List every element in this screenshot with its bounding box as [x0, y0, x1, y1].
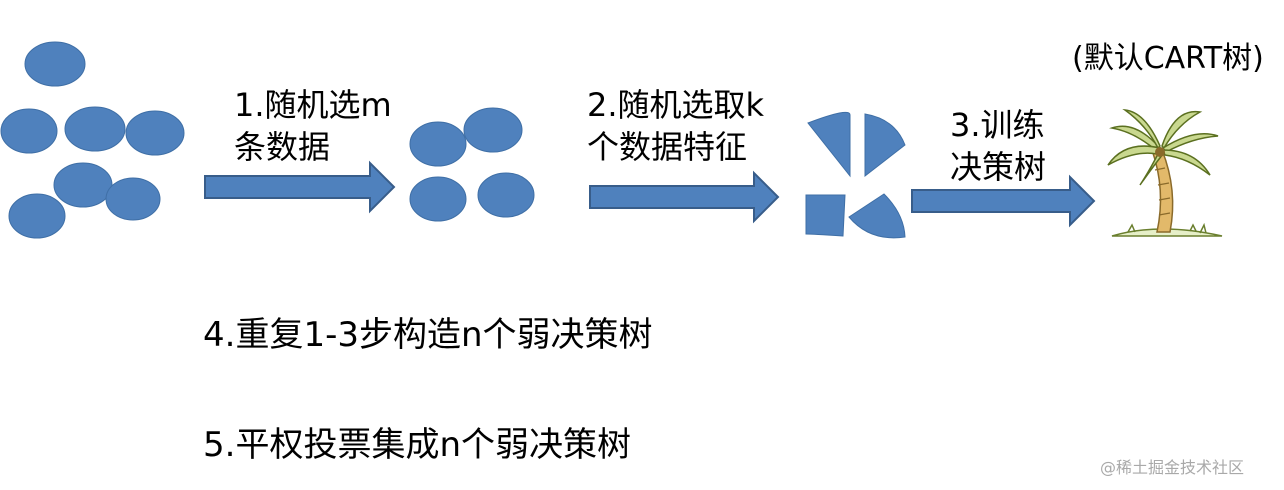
data-point [0, 108, 58, 154]
feature-sector [807, 111, 851, 178]
data-point [8, 193, 66, 239]
feature-sector [848, 193, 906, 239]
step3-line1: 3.训练 [950, 106, 1045, 144]
data-point [409, 121, 467, 167]
arrow-right-icon [911, 174, 1096, 228]
step1-line2: 条数据 [234, 128, 331, 166]
data-point [463, 107, 523, 153]
arrow-right-icon [204, 160, 396, 214]
data-point [24, 41, 86, 87]
step2-line1: 2.随机选取k [587, 86, 765, 124]
feature-sector [805, 194, 846, 237]
sampled-data-points [409, 107, 535, 222]
palm-tree-icon [1107, 108, 1223, 237]
feature-sector [864, 113, 906, 178]
data-point [64, 106, 126, 152]
watermark: @稀土掘金技术社区 [1100, 458, 1245, 477]
step1-label: 1.随机选m 条数据 [234, 84, 392, 168]
arrow-right-icon [589, 170, 780, 224]
feature-sectors [805, 111, 906, 239]
step3-label: 3.训练 决策树 [950, 104, 1046, 188]
step4-text: 4.重复1-3步构造n个弱决策树 [203, 315, 653, 355]
data-point [409, 176, 467, 222]
data-point [477, 172, 535, 218]
step3-line2: 决策树 [950, 148, 1047, 186]
data-point [125, 110, 185, 156]
step2-label: 2.随机选取k 个数据特征 [587, 84, 764, 168]
data-point [53, 162, 113, 208]
all-data-points [0, 41, 185, 239]
data-point [105, 177, 161, 221]
step1-line1: 1.随机选m [234, 86, 392, 124]
step5-text: 5.平权投票集成n个弱决策树 [203, 425, 631, 465]
tree-note: (默认CART树) [1072, 41, 1264, 76]
step2-line2: 个数据特征 [587, 128, 748, 166]
